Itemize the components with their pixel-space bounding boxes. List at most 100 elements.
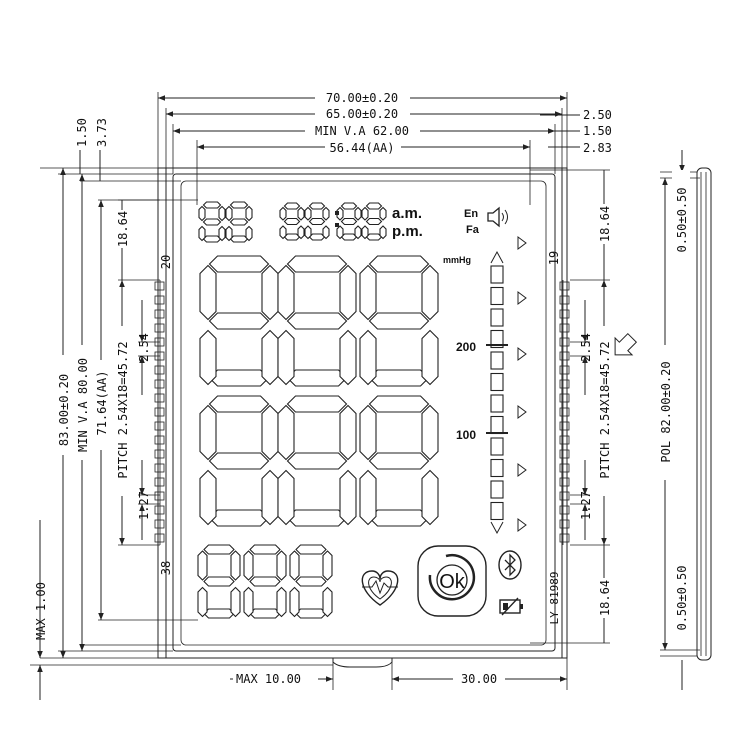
segment bbox=[199, 264, 217, 321]
segment bbox=[336, 225, 344, 240]
pin bbox=[559, 295, 570, 305]
segment bbox=[203, 608, 235, 619]
seven-segment-digit bbox=[336, 202, 362, 241]
segment bbox=[249, 544, 281, 555]
lcd-segments bbox=[197, 201, 439, 619]
segment bbox=[277, 264, 295, 321]
segment bbox=[198, 205, 206, 222]
bar-segment bbox=[490, 372, 504, 392]
scale-100: 100 bbox=[456, 428, 476, 442]
pin bbox=[559, 309, 570, 319]
seven-segment-digit bbox=[289, 544, 333, 619]
segment bbox=[225, 205, 233, 222]
dim-left-max: MAX 1.00 bbox=[34, 582, 48, 640]
segment bbox=[286, 255, 348, 273]
segment bbox=[230, 550, 241, 581]
segment bbox=[286, 452, 348, 470]
segment bbox=[261, 404, 279, 461]
segment bbox=[322, 550, 333, 581]
level-markers bbox=[517, 236, 527, 532]
top-dimensions: 70.00±0.20 65.00±0.20 MIN V.A 62.00 56.4… bbox=[157, 90, 612, 205]
segment bbox=[340, 217, 358, 226]
pin bbox=[559, 491, 570, 501]
seven-segment-digit bbox=[199, 255, 279, 387]
pin-number-19: 19 bbox=[547, 251, 561, 265]
segment bbox=[365, 202, 383, 210]
side-view: 0.50±0.50 POL 82.00±0.20 0.50±0.50 bbox=[614, 150, 712, 690]
segment bbox=[208, 369, 270, 387]
segment bbox=[276, 586, 287, 618]
segment bbox=[208, 255, 270, 273]
pin bbox=[559, 449, 570, 459]
pin bbox=[154, 533, 165, 543]
pin bbox=[559, 379, 570, 389]
segment bbox=[286, 395, 348, 413]
segment bbox=[283, 202, 301, 210]
segment bbox=[340, 233, 358, 241]
segment bbox=[198, 225, 206, 242]
bar-segment bbox=[490, 351, 504, 370]
segment bbox=[339, 469, 357, 526]
seven-segment-digit bbox=[304, 202, 330, 241]
bar-top-arrow bbox=[490, 250, 504, 264]
pin bbox=[154, 491, 165, 501]
segment bbox=[203, 544, 235, 555]
dim-right-pin-pitch: 2.54 bbox=[579, 333, 593, 362]
segment bbox=[277, 329, 295, 386]
segment bbox=[245, 225, 253, 242]
seven-segment-digit bbox=[243, 544, 287, 619]
segment bbox=[322, 206, 330, 221]
segment bbox=[340, 202, 358, 210]
segment bbox=[276, 550, 287, 581]
segment bbox=[379, 206, 387, 221]
segment bbox=[289, 550, 300, 581]
seven-segment-digit bbox=[198, 201, 226, 243]
level-marker bbox=[517, 347, 527, 361]
level-marker bbox=[517, 236, 527, 250]
ok-label: Ok bbox=[439, 571, 466, 593]
segment bbox=[225, 225, 233, 242]
dim-right-pin-width: 1.27 bbox=[579, 491, 593, 520]
segment bbox=[202, 235, 222, 243]
segment bbox=[368, 312, 430, 330]
scale-200: 200 bbox=[456, 340, 476, 354]
dim-left-1-50: 1.50 bbox=[75, 118, 89, 147]
segment bbox=[421, 329, 439, 386]
dim-bottom-30: 30.00 bbox=[461, 672, 497, 686]
segment bbox=[277, 404, 295, 461]
pin bbox=[154, 295, 165, 305]
pin bbox=[154, 505, 165, 515]
segment bbox=[368, 369, 430, 387]
segment bbox=[229, 218, 249, 226]
pm-indicator: p.m. bbox=[392, 223, 423, 240]
time-colon bbox=[335, 211, 339, 215]
segment bbox=[297, 225, 305, 240]
segment bbox=[199, 404, 217, 461]
pin bbox=[559, 337, 570, 347]
segment bbox=[202, 201, 222, 209]
segment bbox=[283, 217, 301, 226]
bar-segment bbox=[490, 394, 504, 413]
segment bbox=[359, 264, 377, 321]
segment bbox=[297, 206, 305, 221]
bar-segment bbox=[490, 329, 504, 349]
dim-right-bottom-pin-offset: 18.64 bbox=[598, 580, 612, 616]
seven-segment-digit bbox=[225, 201, 253, 243]
level-marker bbox=[517, 291, 527, 305]
battery-low-icon bbox=[499, 597, 523, 616]
segment bbox=[365, 217, 383, 226]
pin bbox=[154, 393, 165, 403]
bar-segment bbox=[490, 437, 504, 456]
segment bbox=[202, 218, 222, 226]
segment bbox=[229, 201, 249, 209]
segment bbox=[322, 225, 330, 240]
segment bbox=[359, 404, 377, 461]
seven-segment-digit bbox=[361, 202, 387, 241]
seven-segment-digit bbox=[279, 202, 305, 241]
pin bbox=[559, 281, 570, 291]
segment bbox=[304, 206, 312, 221]
segment bbox=[199, 469, 217, 526]
pin bbox=[154, 379, 165, 389]
dim-total-width: 70.00±0.20 bbox=[326, 91, 398, 105]
